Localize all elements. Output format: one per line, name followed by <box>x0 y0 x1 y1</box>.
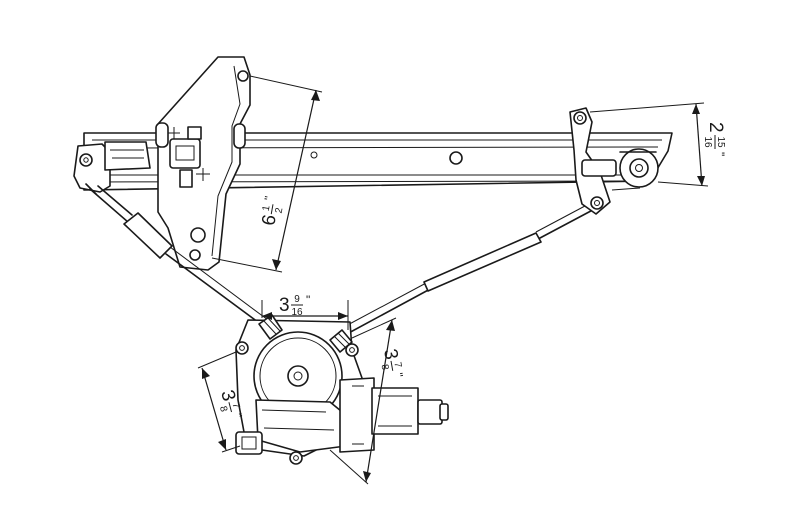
drum-center <box>287 365 309 387</box>
connector-housing <box>169 138 201 169</box>
dim-motorw-unit: " <box>306 293 310 307</box>
dim-diagr-whole: 3 <box>379 347 402 361</box>
rail-bolt-hole <box>449 151 463 165</box>
dim-bracket-unit: " <box>262 195 277 202</box>
mounting-bracket <box>155 56 251 271</box>
motor-end <box>371 387 419 435</box>
dim-diagr-den: 8 <box>379 363 391 371</box>
dim-railend-num: 15 <box>715 136 726 148</box>
dim-railend-den: 16 <box>702 136 713 148</box>
left-slider <box>73 141 151 195</box>
right-arm <box>341 197 605 336</box>
dimension-motor-width: 3 9 16 " <box>261 293 349 330</box>
dim-diagr-unit: " <box>391 372 406 379</box>
dimension-motor-diag-left: 3 7 8 " <box>197 351 245 453</box>
right-end-assembly <box>569 107 659 215</box>
dimension-bracket-height: 6 1 2 " <box>211 75 323 273</box>
dim-bracket-num: 1 <box>261 204 273 212</box>
dim-motorw-num: 9 <box>294 294 300 305</box>
left-arm <box>89 185 269 326</box>
dim-diagr-num: 7 <box>391 361 403 369</box>
dim-diagl-whole: 3 <box>216 388 239 404</box>
dim-railend-whole: 2 <box>705 122 726 133</box>
motor-connector <box>235 431 263 455</box>
dim-diagl-num: 7 <box>230 402 242 411</box>
right-sleeve <box>423 232 542 292</box>
motor-can <box>339 377 375 453</box>
dimension-motor-diag-right: 3 7 8 " <box>329 317 406 485</box>
left-sleeve <box>123 212 173 259</box>
dim-railend-unit: " <box>713 152 727 156</box>
dim-bracket-whole: 6 <box>258 213 281 227</box>
dim-diagl-unit: " <box>230 412 245 420</box>
motor-assembly <box>235 314 449 465</box>
dim-motorw-den: 16 <box>291 307 303 318</box>
dimension-rail-end-height: 2 15 16 " <box>589 102 727 187</box>
dim-diagl-den: 8 <box>217 405 229 414</box>
dim-motorw-whole: 3 <box>279 295 290 316</box>
dim-bracket-den: 2 <box>274 206 286 214</box>
